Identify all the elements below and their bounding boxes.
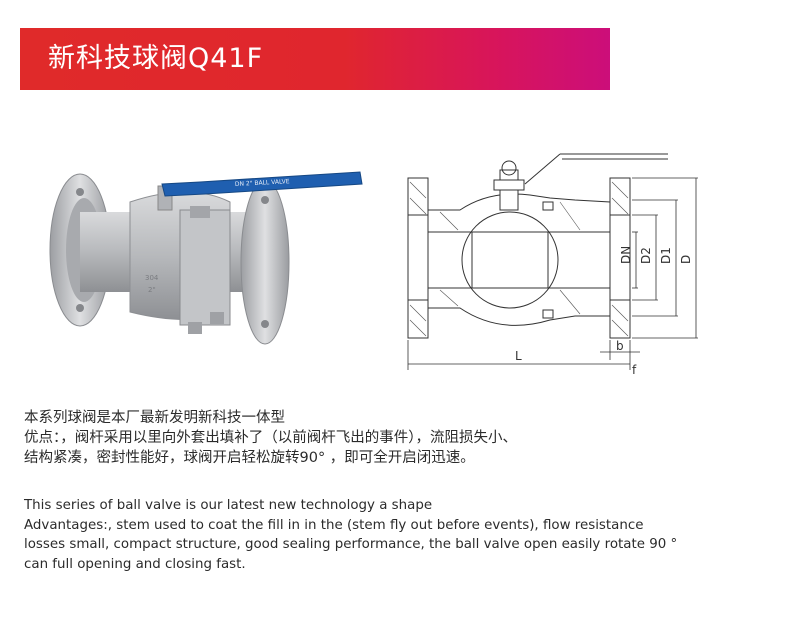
product-photo: DN 2" BALL VALVE 304 2" [49, 171, 363, 345]
cn-line-2: 优点：，阀杆采用以里向外套出填补了（以前阀杆飞出的事件），流阻损失小、 [24, 430, 517, 446]
valve-handle [161, 171, 363, 197]
body-marking-1: 304 [145, 274, 159, 282]
dim-label-d2: D2 [639, 247, 653, 264]
dim-label-l: L [515, 349, 522, 363]
description-english: This series of ball valve is our latest … [24, 496, 797, 574]
en-line-4: can full opening and closing fast. [24, 556, 246, 572]
page-title: 新科技球阀Q41F [48, 43, 264, 74]
dim-label-f: f [632, 363, 637, 377]
dim-label-dn: DN [619, 246, 633, 264]
cn-line-3: 结构紧凑，密封性能好，球阀开启轻松旋转90° ，即可全开启闭迅速。 [24, 450, 475, 466]
cn-line-1: 本系列球阀是本厂最新发明新科技一体型 [24, 410, 285, 426]
dim-label-d: D [679, 255, 693, 264]
en-line-1: This series of ball valve is our latest … [24, 498, 433, 513]
en-line-2: Advantages:, stem used to coat the fill … [24, 517, 644, 533]
technical-drawing: DN D2 D1 D L b f [407, 153, 698, 377]
en-line-3: losses small, compact structure, good se… [24, 537, 678, 552]
description-chinese: 本系列球阀是本厂最新发明新科技一体型 优点：，阀杆采用以里向外套出填补了（以前阀… [24, 408, 794, 468]
handle-text: DN 2" BALL VALVE [235, 178, 290, 188]
title-banner: 新科技球阀Q41F [20, 28, 610, 90]
right-flange [240, 179, 290, 345]
dim-label-d1: D1 [659, 247, 673, 264]
body-marking-2: 2" [148, 286, 156, 294]
dim-label-b: b [616, 339, 624, 353]
